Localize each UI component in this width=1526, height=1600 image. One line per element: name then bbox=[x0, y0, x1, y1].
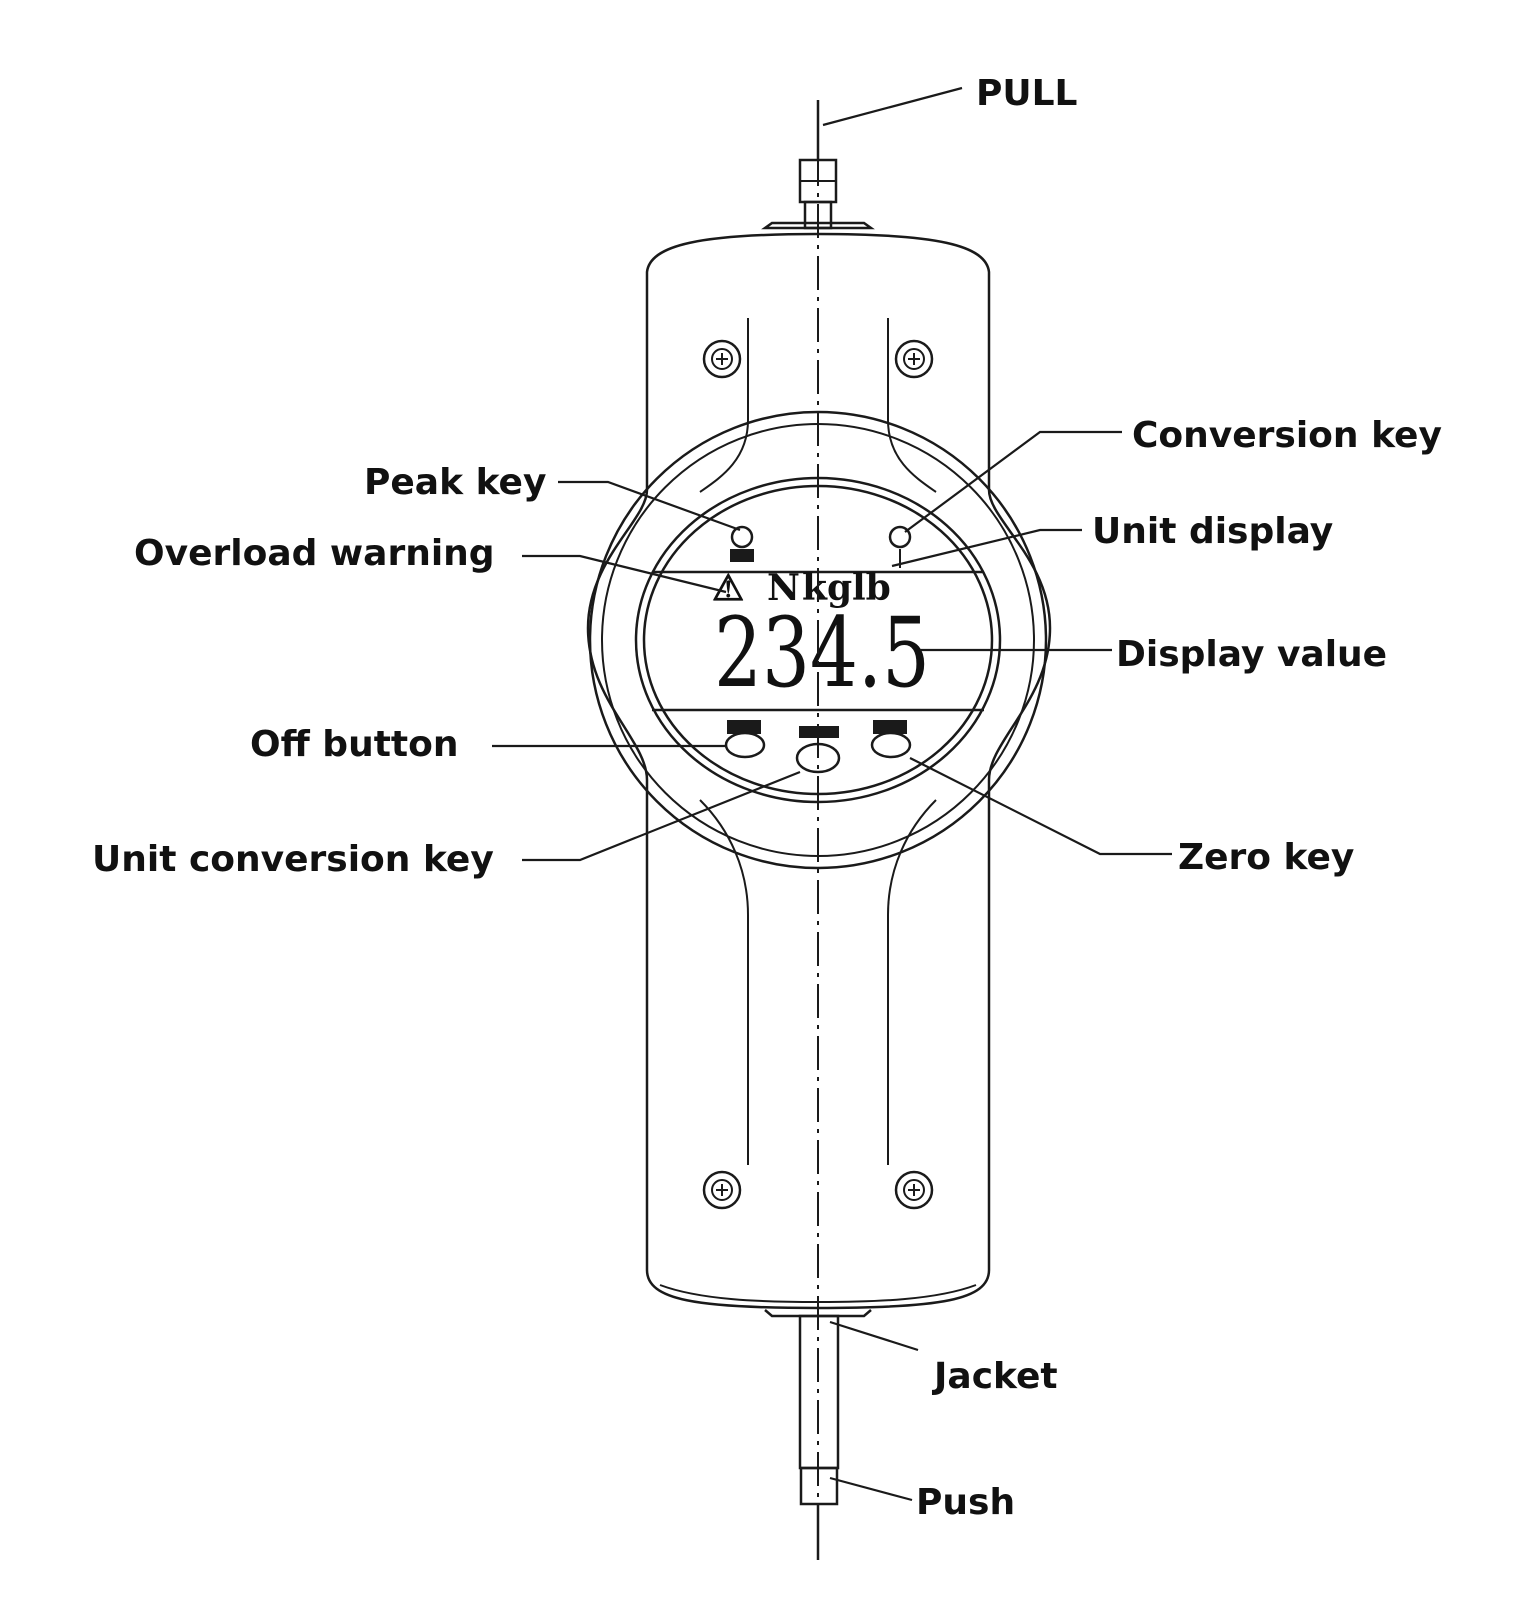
label-overload-warning: Overload warning bbox=[134, 533, 495, 574]
screw-icon bbox=[894, 1170, 934, 1210]
label-off-button: Off button bbox=[250, 724, 458, 765]
display-value-readout: 234.5 bbox=[714, 597, 930, 709]
screw-icon bbox=[894, 339, 934, 379]
label-unit-conversion-key: Unit conversion key bbox=[92, 839, 494, 880]
leader-lines bbox=[492, 86, 1172, 1502]
unit-n: N bbox=[767, 567, 800, 609]
label-peak-key: Peak key bbox=[364, 462, 546, 503]
peak-key-button[interactable] bbox=[730, 525, 754, 562]
label-push: Push bbox=[916, 1482, 1015, 1523]
label-zero-key: Zero key bbox=[1178, 837, 1354, 878]
labels: PULL Conversion key Peak key Unit displa… bbox=[92, 73, 1442, 1523]
screws bbox=[702, 339, 934, 1210]
lcd-readout: ⚠ N kg lb 234.5 bbox=[712, 567, 930, 709]
label-conversion-key: Conversion key bbox=[1132, 415, 1442, 456]
off-button[interactable] bbox=[724, 720, 766, 759]
label-display-value: Display value bbox=[1116, 634, 1387, 675]
screw-icon bbox=[702, 1170, 742, 1210]
unit-kg: kg bbox=[802, 567, 852, 609]
label-jacket: Jacket bbox=[931, 1356, 1058, 1397]
overload-warning-icon: ⚠ bbox=[712, 567, 744, 609]
label-pull: PULL bbox=[976, 73, 1078, 114]
zero-key-button[interactable] bbox=[870, 720, 912, 759]
label-unit-display: Unit display bbox=[1092, 511, 1333, 552]
unit-lb: lb bbox=[852, 567, 891, 609]
screw-icon bbox=[702, 339, 742, 379]
